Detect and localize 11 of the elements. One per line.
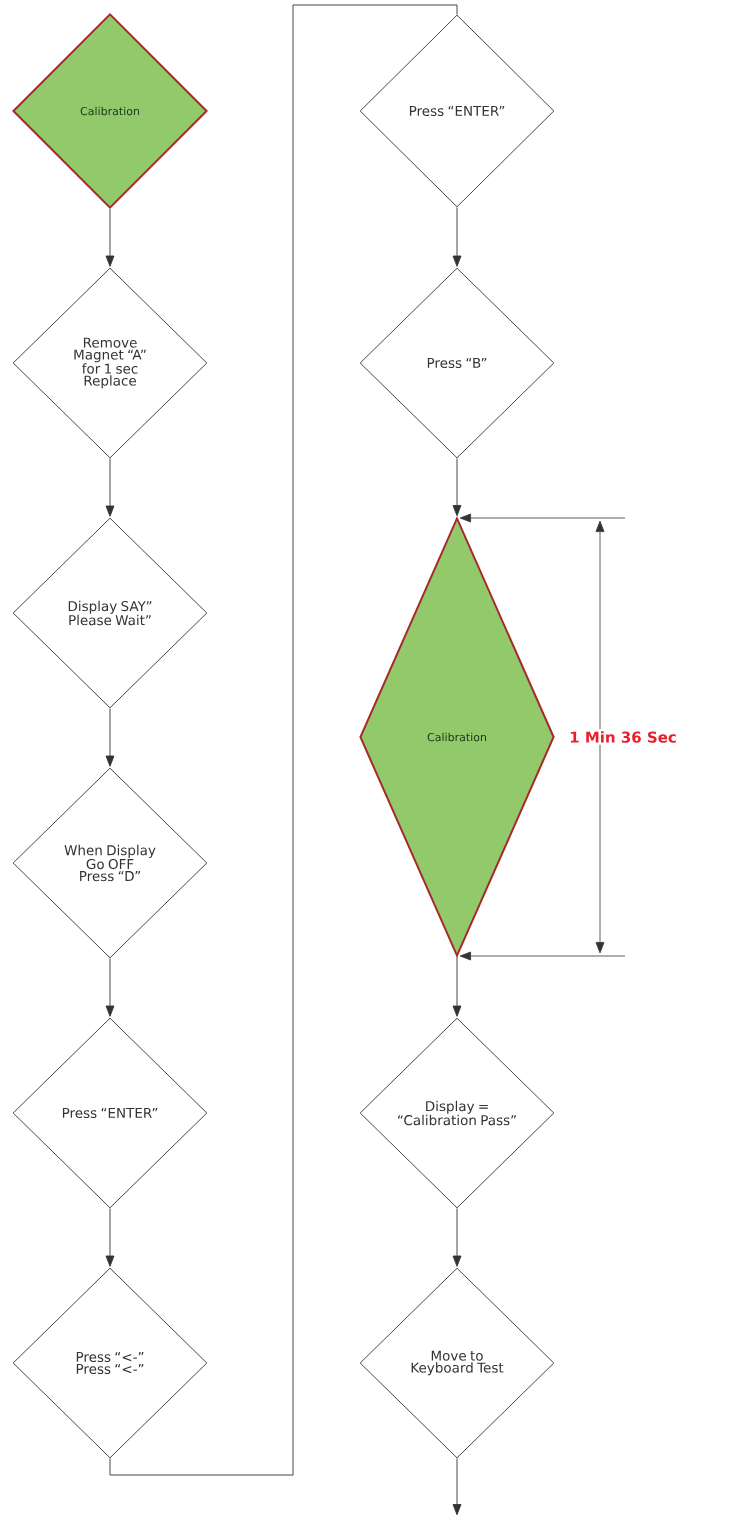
- duration-label: 1 Min 36 Sec: [567, 729, 679, 745]
- arrow: [105, 1208, 115, 1267]
- arrow: [105, 458, 115, 517]
- arrow: [452, 207, 462, 267]
- arrow: [452, 956, 462, 1017]
- arrow: [105, 958, 115, 1017]
- arrow: [452, 458, 462, 517]
- arrow: [105, 708, 115, 767]
- arrow: [452, 1458, 462, 1516]
- arrow: [452, 1208, 462, 1267]
- arrow: [105, 208, 115, 267]
